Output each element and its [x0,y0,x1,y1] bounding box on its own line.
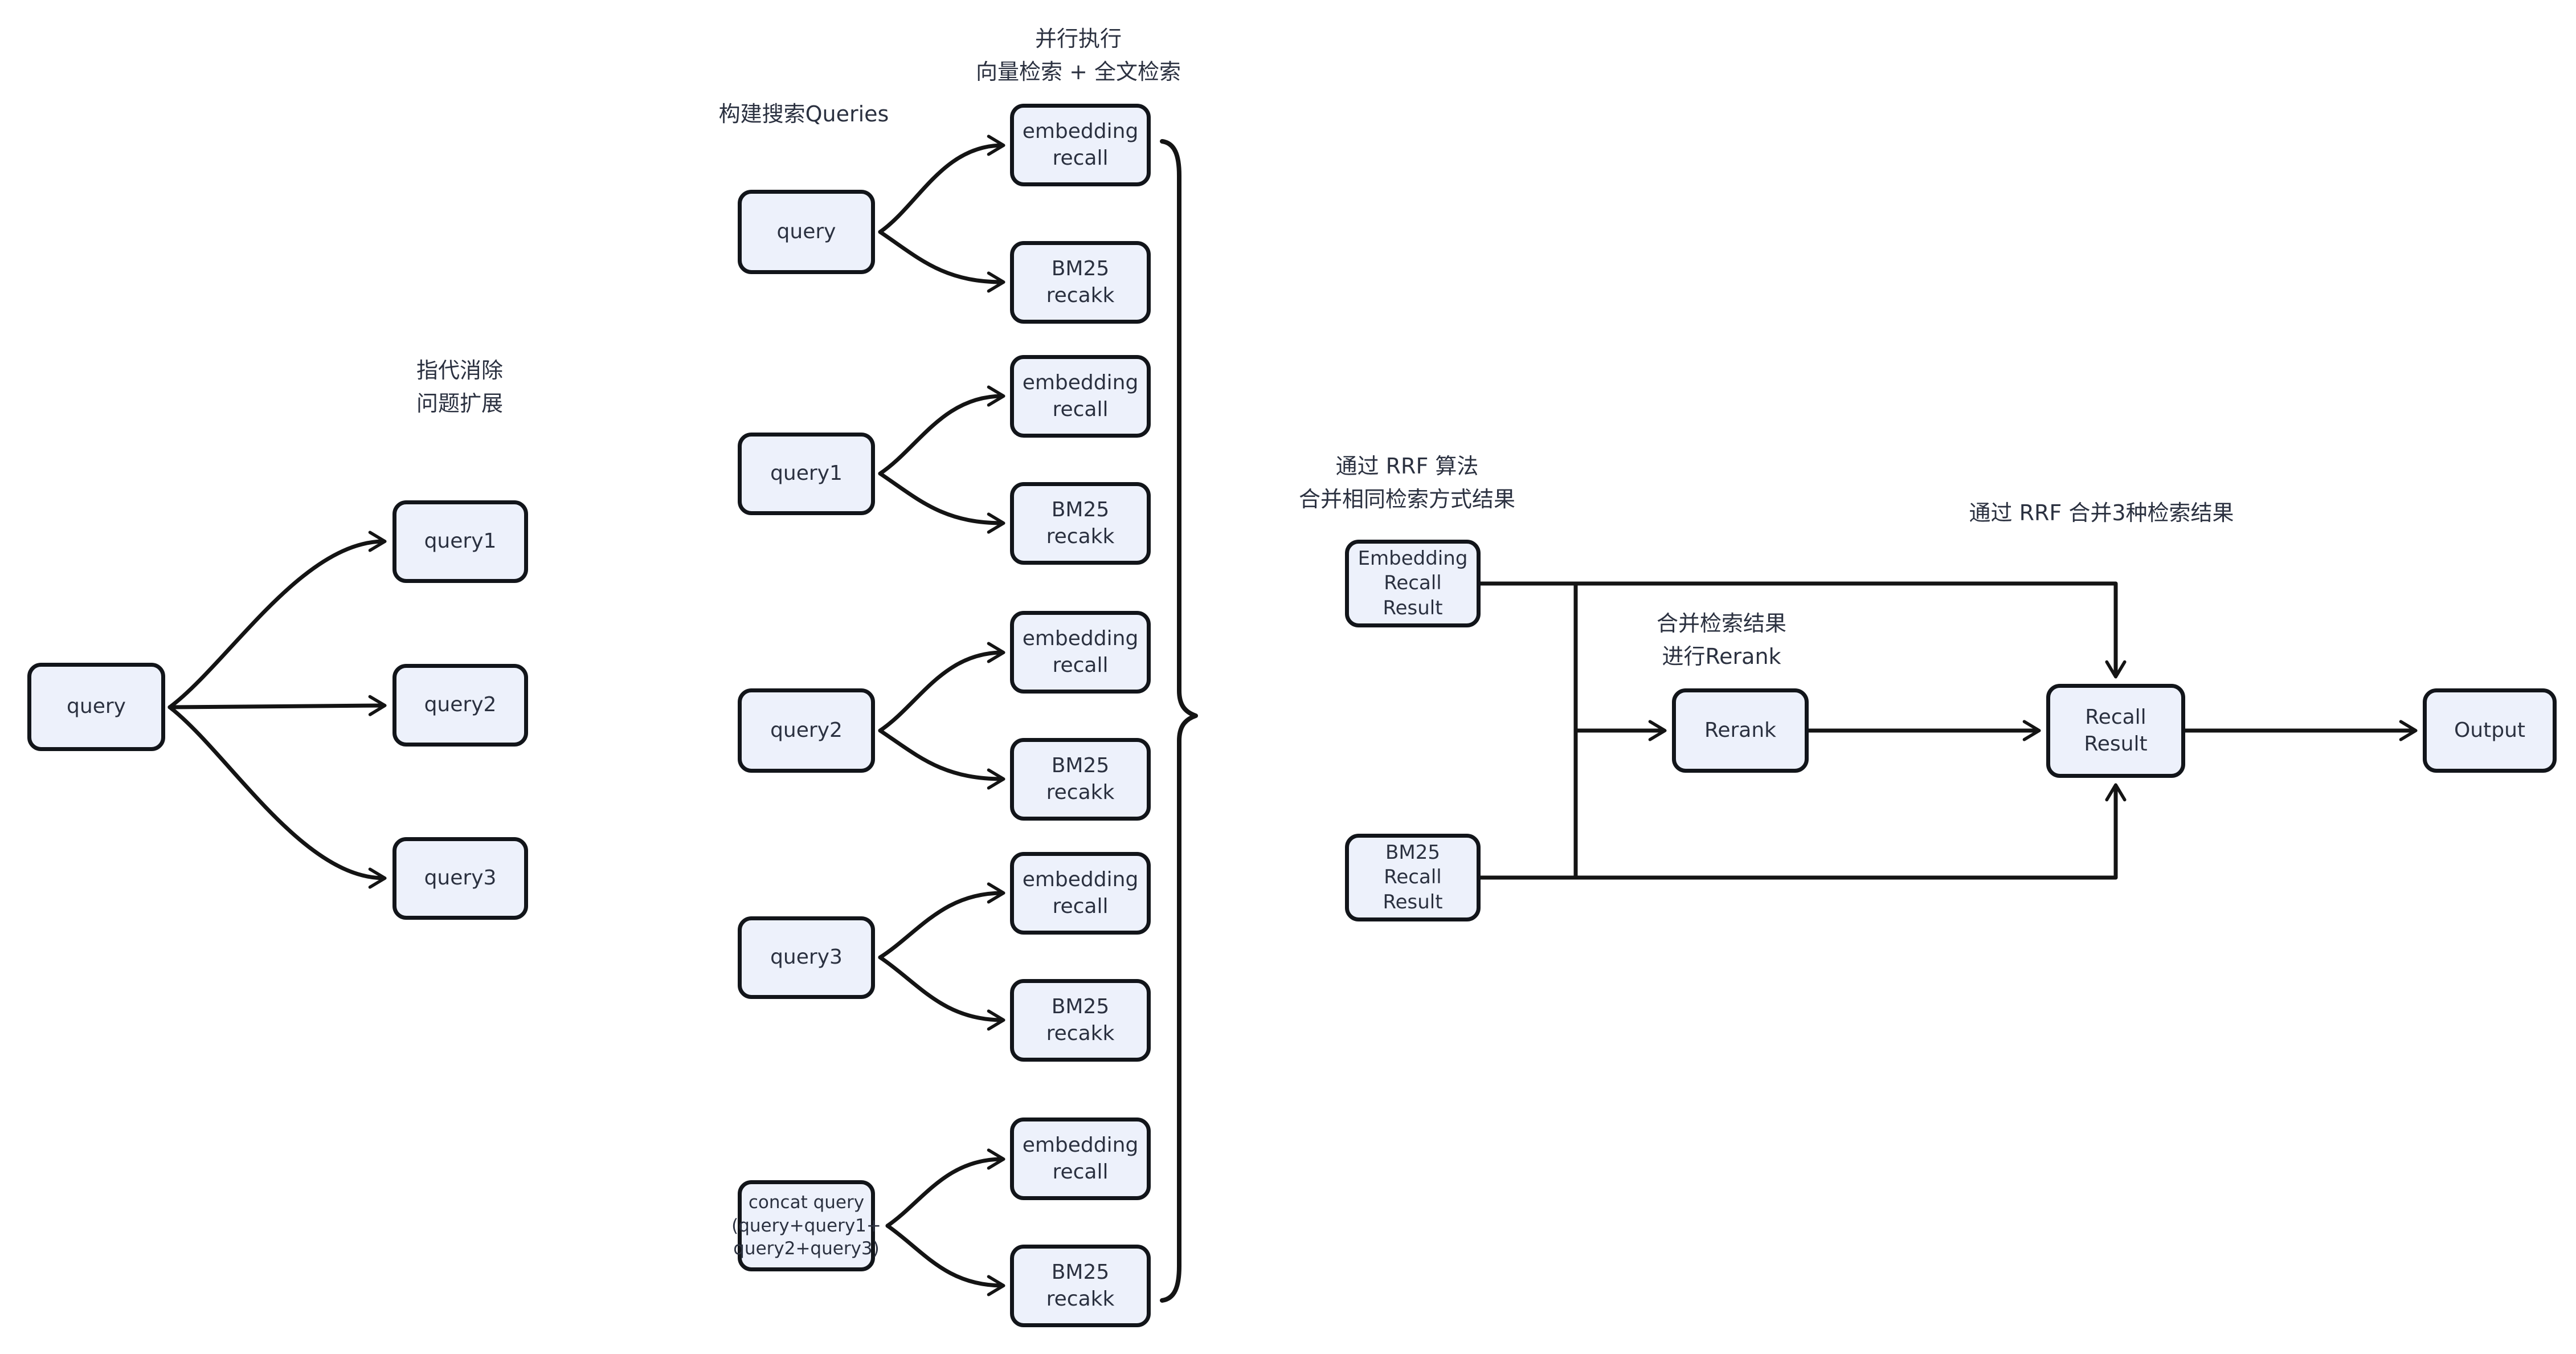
node-embedding-recall-5: embedding recall [1010,1118,1151,1200]
node-rerank: Rerank [1672,688,1809,773]
label-build-queries: 构建搜索Queries [718,101,889,127]
arrow-midquery2-to-bm25-3 [878,728,1005,790]
node-query3: query3 [392,837,528,920]
arrow-midquery1-to-bm25-2 [878,471,1005,534]
node-bm25-recall-result: BM25 Recall Result [1345,834,1481,921]
arrow-midquery3-to-bm25-4 [878,955,1005,1031]
arrow-concat-to-embed5 [885,1148,1005,1228]
label-coref-expand: 指代消除 问题扩展 [416,358,503,416]
node-embedding-recall-3: embedding recall [1010,611,1151,694]
node-bm25-recall-5: BM25 recakk [1010,1245,1151,1327]
arrow-embed-result-to-recall-result [1478,581,2127,679]
label-merge-rerank: 合并检索结果 进行Rerank [1656,611,1786,669]
node-mid-query1: query1 [738,433,875,515]
arrow-midquery2-to-embed3 [878,642,1005,733]
node-bm25-recall-3: BM25 recakk [1010,738,1151,821]
label-rrf-merge-same: 通过 RRF 算法 合并相同检索方式结果 [1298,454,1515,512]
arrow-query-to-query1 [167,531,387,709]
arrow-midquery3-to-embed4 [878,882,1005,960]
node-bm25-recall-4: BM25 recakk [1010,979,1151,1062]
node-embedding-recall-2: embedding recall [1010,355,1151,438]
node-bm25-recall-1: BM25 recakk [1010,241,1151,324]
arrow-bm25-result-to-recall-result [1478,783,2127,880]
node-output: Output [2423,688,2557,773]
arrow-midquery1-to-embed2 [878,385,1005,476]
brace-right [1160,139,1198,1303]
node-embedding-recall-4: embedding recall [1010,852,1151,935]
arrow-query-to-query2 [167,695,387,716]
label-parallel-exec: 并行执行 向量检索 + 全文检索 [976,26,1181,84]
node-mid-query2: query2 [738,688,875,773]
node-mid-query: query [738,190,875,274]
label-rrf-merge-3: 通过 RRF 合并3种检索结果 [1969,500,2234,525]
node-query2: query2 [392,664,528,747]
node-embedding-recall-1: embedding recall [1010,104,1151,186]
arrow-midquery-to-bm25-1 [878,230,1005,293]
node-bm25-recall-2: BM25 recakk [1010,482,1151,565]
arrow-concat-to-bm25-5 [885,1224,1005,1296]
node-query-root: query [27,663,165,751]
arrow-query-to-query3 [167,705,387,889]
arrow-midquery-to-embed1 [878,134,1005,234]
node-recall-result: Recall Result [2046,684,2185,778]
node-mid-query3: query3 [738,916,875,999]
node-concat-query: concat query (query+query1+ query2+query… [731,1180,881,1271]
node-query1: query1 [392,500,528,583]
node-embedding-recall-result: Embedding Recall Result [1345,540,1481,627]
